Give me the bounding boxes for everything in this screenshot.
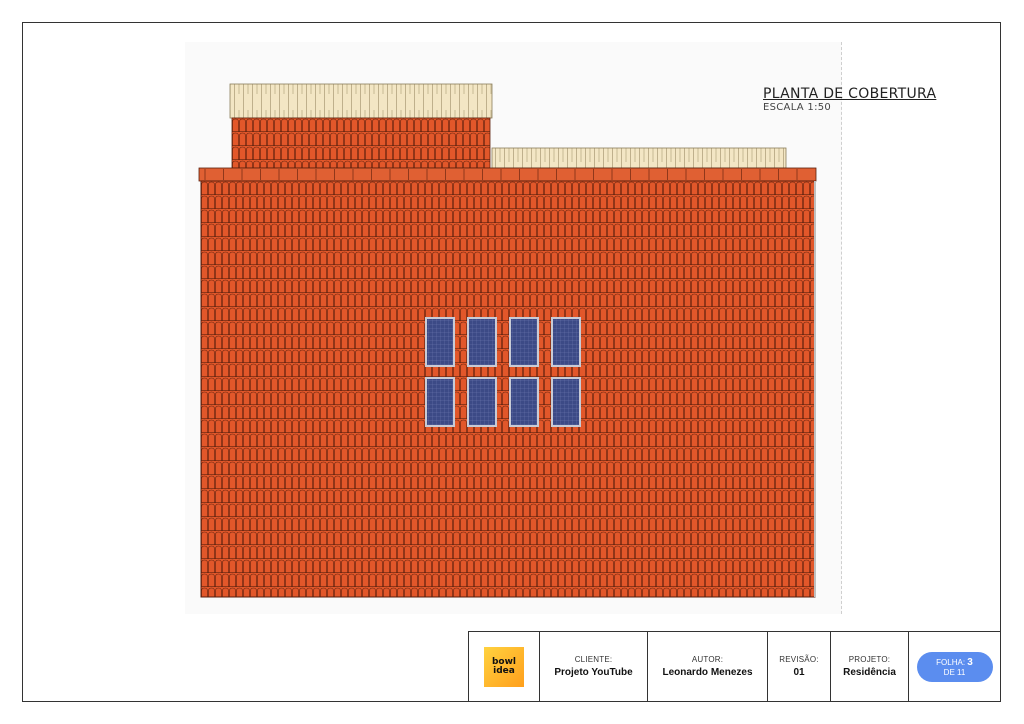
projeto-label: PROJETO: (848, 655, 891, 664)
eave-band-marks (204, 169, 798, 180)
plan-title: PLANTA DE COBERTURA (763, 86, 937, 102)
revisao-cell: REVISÃO: 01 (768, 632, 831, 701)
solar-panel-cells (469, 379, 495, 425)
autor-cell: AUTOR: Leonardo Menezes (648, 632, 768, 701)
solar-panel-cells (427, 379, 453, 425)
plan-scale: ESCALA 1:50 (763, 102, 832, 113)
solar-panel-cells (469, 319, 495, 365)
cliente-label: CLIENTE: (574, 655, 613, 664)
upper-roof-section (231, 117, 491, 169)
folha-total: DE 11 (943, 667, 966, 677)
revisao-label: REVISÃO: (779, 655, 819, 664)
folha-cell: FOLHA: 3 DE 11 (909, 632, 1000, 701)
folha-number: 3 (967, 656, 973, 668)
main-roof-section (200, 180, 816, 598)
solar-panel-cells (553, 379, 579, 425)
title-block: bowl idea CLIENTE: Projeto YouTube AUTOR… (468, 631, 1001, 702)
cliente-value: Projeto YouTube (554, 667, 633, 678)
upper-ridge-cap (229, 83, 493, 119)
autor-label: AUTOR: (691, 655, 724, 664)
projeto-cell: PROJETO: Residência (831, 632, 909, 701)
logo-cell: bowl idea (469, 632, 540, 701)
revisao-value: 01 (793, 667, 805, 678)
solar-panel-array (425, 317, 581, 427)
bowl-idea-logo: bowl idea (484, 646, 524, 687)
solar-panel-cells (553, 319, 579, 365)
cliente-cell: CLIENTE: Projeto YouTube (540, 632, 648, 701)
drawing-title-block: PLANTA DE COBERTURA ESCALA 1:50 (763, 86, 936, 113)
right-ridge-cap (491, 147, 787, 169)
solar-panel-cells (511, 319, 537, 365)
folha-label: FOLHA: (936, 657, 966, 667)
projeto-value: Residência (843, 667, 896, 678)
autor-value: Leonardo Menezes (662, 667, 753, 678)
eave-band (198, 167, 817, 182)
solar-panel-cells (511, 379, 537, 425)
solar-panel-cells (427, 319, 453, 365)
folha-badge: FOLHA: 3 DE 11 (916, 651, 993, 682)
